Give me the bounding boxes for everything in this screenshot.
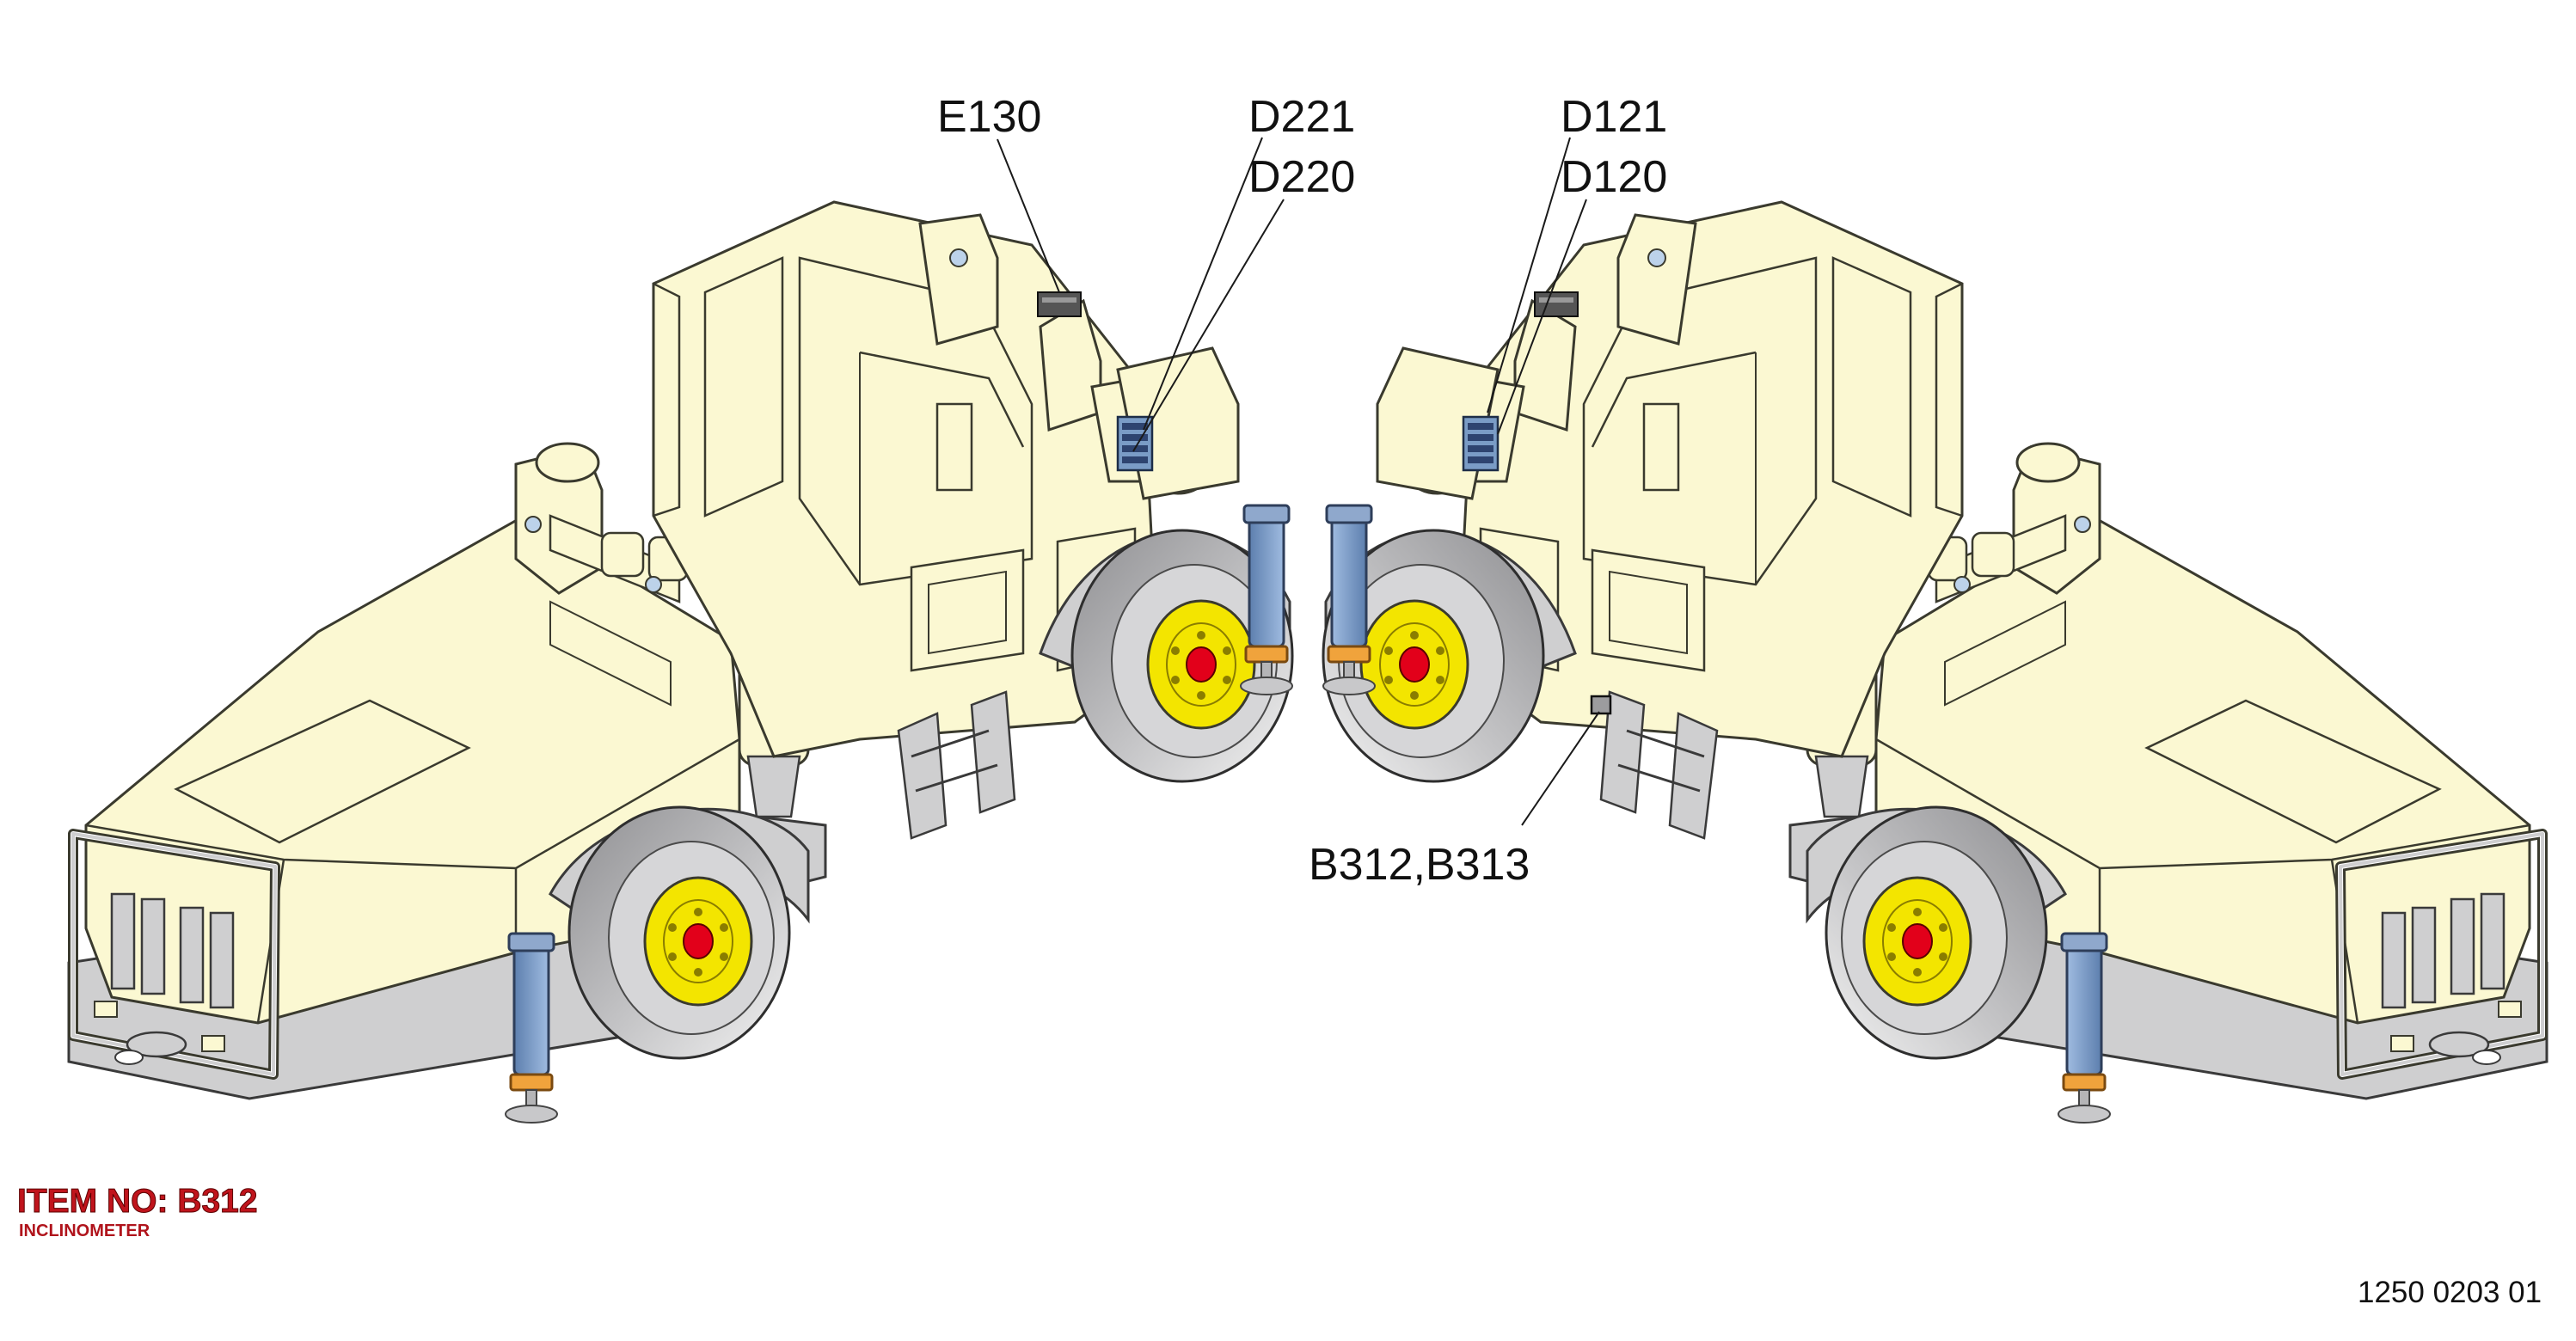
right-vehicle	[1323, 202, 2547, 1124]
leader-lines	[997, 137, 1600, 826]
callout-d121: D121	[1561, 92, 1668, 142]
left-vehicle-front-jack	[504, 932, 559, 1124]
left-vehicle-front-wheel	[567, 805, 791, 1060]
callout-b312-b313: B312,B313	[1309, 840, 1530, 890]
callout-d221: D221	[1248, 92, 1356, 142]
inclinometer-b312-marker	[1590, 695, 1612, 715]
left-vehicle	[69, 202, 1292, 1124]
callout-e130: E130	[937, 92, 1042, 142]
item-number-label: ITEM NO: B312	[17, 1183, 259, 1220]
item-description: INCLINOMETER	[19, 1222, 150, 1240]
callout-d220: D220	[1248, 152, 1356, 202]
callout-d120: D120	[1561, 152, 1668, 202]
drawing-number: 1250 0203 01	[2358, 1276, 2542, 1309]
